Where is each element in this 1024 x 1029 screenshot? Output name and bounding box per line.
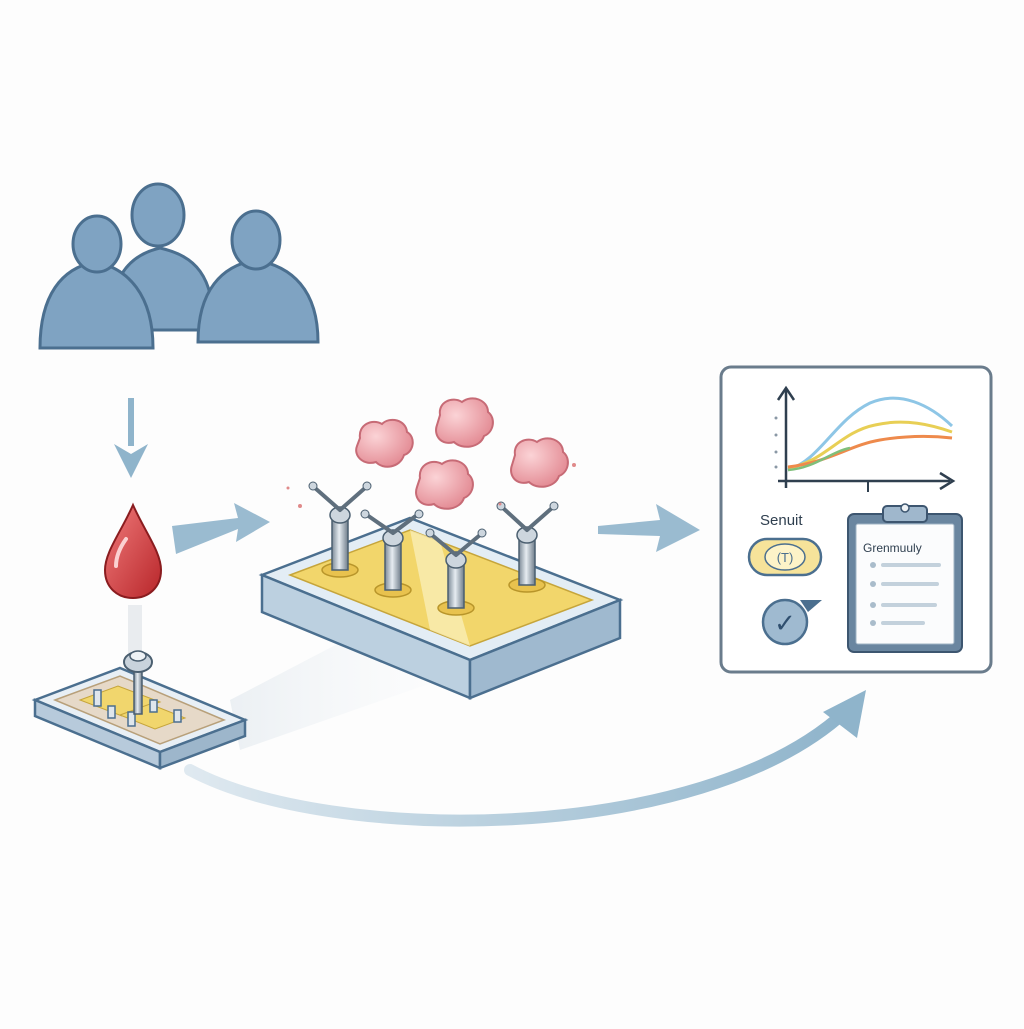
results-panel: Senuit (T) ✓ Grenmuuly — [719, 365, 993, 674]
checkmark-badge-icon: ✓ — [761, 598, 822, 646]
down-arrow-icon — [114, 398, 148, 478]
blood-drop-icon — [103, 502, 163, 600]
result-badge-icon: (T) — [747, 537, 823, 577]
molecule-icon-3 — [415, 459, 474, 510]
molecule-icon-4 — [510, 437, 569, 488]
biomarker-molecules — [355, 397, 569, 510]
mini-pillar-icon — [93, 689, 182, 727]
person-icon-right — [196, 209, 320, 344]
sparkle-dots — [286, 463, 576, 508]
curve-blue — [787, 396, 954, 472]
sample-chip-icon — [31, 605, 249, 770]
result-graph — [774, 385, 956, 492]
person-icon-left — [38, 214, 155, 350]
sample-probe-icon — [123, 605, 153, 715]
sample-transfer-beam — [230, 640, 440, 750]
curved-arrow-icon — [184, 690, 866, 827]
clipboard-list-lines — [870, 562, 941, 626]
antibody-probe-icon-4 — [496, 501, 559, 593]
clipboard-title: Grenmuuly — [863, 541, 922, 555]
right-arrow-icon — [172, 503, 270, 554]
molecule-icon-2 — [435, 397, 494, 448]
result-badge-label: Senuit — [760, 512, 803, 529]
right-arrow-icon-2 — [598, 504, 700, 552]
antibody-probe-icon-2 — [360, 509, 424, 598]
patient-group-icon — [38, 182, 320, 350]
biosensor-chip — [258, 481, 624, 700]
result-badge-symbol: (T) — [777, 550, 794, 565]
checkmark-symbol: ✓ — [774, 608, 796, 638]
curve-green — [787, 446, 851, 472]
antibody-probe-icon-1 — [308, 481, 372, 578]
molecule-icon-1 — [355, 418, 414, 468]
clipboard-report-icon: Grenmuuly — [847, 503, 963, 653]
antibody-probe-icon-3 — [425, 528, 487, 616]
curve-yellow — [787, 420, 953, 470]
